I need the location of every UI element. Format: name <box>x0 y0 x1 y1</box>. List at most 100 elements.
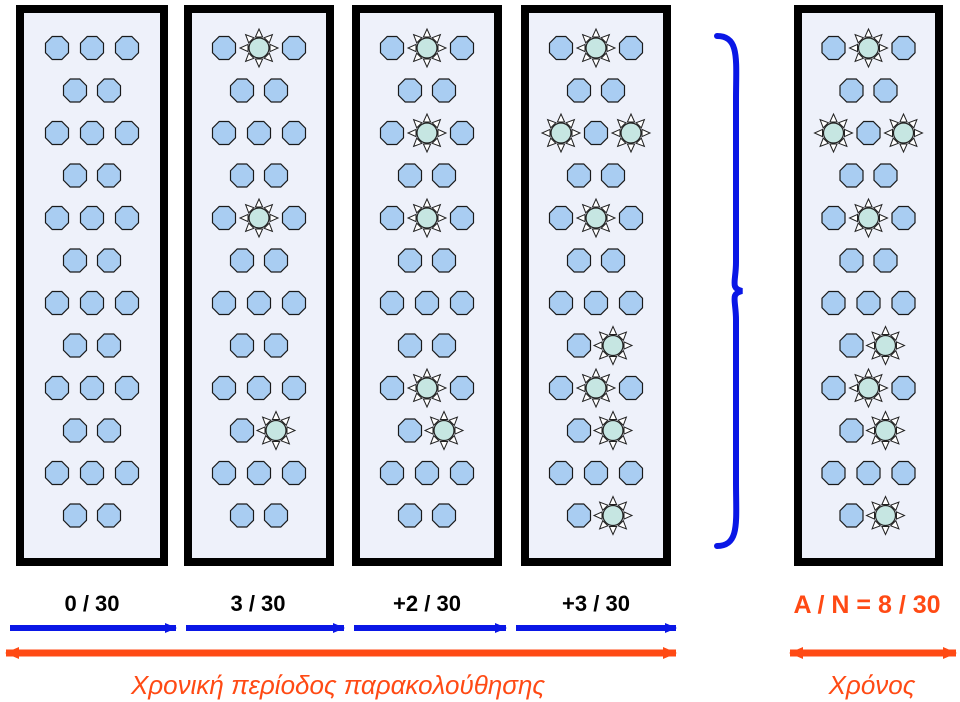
cell-octagon-icon <box>79 290 105 316</box>
cell-octagon-icon <box>211 460 237 486</box>
cell-octagon-icon <box>281 290 307 316</box>
cell-octagon-icon <box>246 375 272 401</box>
cell-octagon-icon <box>891 375 916 401</box>
cell-octagon-icon <box>431 333 457 358</box>
cell-octagon-icon <box>873 248 898 273</box>
cell-octagon-icon <box>839 503 864 528</box>
cell-octagon-icon <box>449 120 475 146</box>
cell-octagon-icon <box>821 205 846 231</box>
cell-octagon-icon <box>839 333 864 358</box>
cell-octagon-icon <box>229 248 255 273</box>
cell-octagon-icon <box>821 460 846 486</box>
cell-octagon-icon <box>229 503 255 528</box>
cell-octagon-icon <box>229 163 255 188</box>
cell-octagon-icon <box>263 78 289 103</box>
case-star-icon <box>406 112 448 154</box>
cell-octagon-icon <box>79 205 105 231</box>
cell-octagon-icon <box>79 375 105 401</box>
cell-octagon-icon <box>114 35 140 61</box>
cell-octagon-icon <box>891 460 916 486</box>
cell-octagon-icon <box>397 78 423 103</box>
cell-octagon-icon <box>449 290 475 316</box>
cell-octagon-icon <box>263 503 289 528</box>
cell-octagon-icon <box>96 248 122 273</box>
cell-octagon-icon <box>431 163 457 188</box>
case-star-icon <box>238 27 280 69</box>
cell-octagon-icon <box>566 248 592 273</box>
cell-octagon-icon <box>583 120 609 146</box>
case-star-icon <box>406 27 448 69</box>
cell-octagon-icon <box>431 78 457 103</box>
cell-octagon-icon <box>431 248 457 273</box>
cell-octagon-icon <box>839 248 864 273</box>
panel-label-interval-2: +2 / 30 <box>393 591 461 616</box>
case-star-icon <box>610 112 652 154</box>
cell-octagon-icon <box>566 503 592 528</box>
follow-up-period-caption: Χρονική περίοδος παρακολούθησης <box>130 670 545 700</box>
cell-octagon-icon <box>379 120 405 146</box>
cell-octagon-icon <box>821 35 846 61</box>
cell-octagon-icon <box>211 205 237 231</box>
cell-octagon-icon <box>379 460 405 486</box>
case-star-icon <box>848 197 889 239</box>
cell-octagon-icon <box>211 35 237 61</box>
cell-octagon-icon <box>397 248 423 273</box>
case-star-icon <box>575 197 617 239</box>
cell-octagon-icon <box>229 333 255 358</box>
cell-octagon-icon <box>566 78 592 103</box>
cell-octagon-icon <box>281 35 307 61</box>
cell-octagon-icon <box>281 120 307 146</box>
cohort-panel-baseline <box>16 5 168 566</box>
incidence-label: A / N = 8 / 30 <box>793 591 940 619</box>
cell-octagon-icon <box>79 120 105 146</box>
cell-octagon-icon <box>856 290 881 316</box>
cell-octagon-icon <box>246 120 272 146</box>
cell-octagon-icon <box>114 120 140 146</box>
panel-label-interval-3: +3 / 30 <box>562 591 630 616</box>
cell-octagon-icon <box>44 375 70 401</box>
cell-octagon-icon <box>211 120 237 146</box>
cell-octagon-icon <box>414 460 440 486</box>
cell-octagon-icon <box>618 460 644 486</box>
cell-octagon-icon <box>583 460 609 486</box>
case-star-icon <box>423 410 465 451</box>
panel-label-baseline: 0 / 30 <box>64 591 119 616</box>
case-star-icon <box>592 410 634 451</box>
case-star-icon <box>848 27 889 69</box>
cell-octagon-icon <box>96 78 122 103</box>
cell-octagon-icon <box>618 290 644 316</box>
cell-octagon-icon <box>246 460 272 486</box>
cell-octagon-icon <box>281 375 307 401</box>
cell-octagon-icon <box>821 375 846 401</box>
cell-octagon-icon <box>62 418 88 443</box>
cell-octagon-icon <box>96 418 122 443</box>
cell-octagon-icon <box>281 205 307 231</box>
case-star-icon <box>540 112 582 154</box>
cell-octagon-icon <box>449 375 475 401</box>
cell-octagon-icon <box>618 205 644 231</box>
cell-octagon-icon <box>62 78 88 103</box>
cell-octagon-icon <box>397 333 423 358</box>
cell-octagon-icon <box>566 418 592 443</box>
cell-octagon-icon <box>263 163 289 188</box>
cell-octagon-icon <box>44 460 70 486</box>
case-star-icon <box>592 495 634 536</box>
cell-octagon-icon <box>62 248 88 273</box>
cell-octagon-icon <box>114 205 140 231</box>
cell-octagon-icon <box>62 503 88 528</box>
cell-octagon-icon <box>566 333 592 358</box>
cell-octagon-icon <box>114 290 140 316</box>
cell-octagon-icon <box>379 290 405 316</box>
case-star-icon <box>848 367 889 409</box>
cell-octagon-icon <box>44 290 70 316</box>
cell-octagon-icon <box>839 78 864 103</box>
cell-octagon-icon <box>397 418 423 443</box>
cell-octagon-icon <box>79 35 105 61</box>
cell-octagon-icon <box>856 120 881 146</box>
case-star-icon <box>813 112 854 154</box>
cohort-panel-interval-3 <box>521 5 671 566</box>
cell-octagon-icon <box>229 418 255 443</box>
cell-octagon-icon <box>618 375 644 401</box>
cell-octagon-icon <box>600 163 626 188</box>
